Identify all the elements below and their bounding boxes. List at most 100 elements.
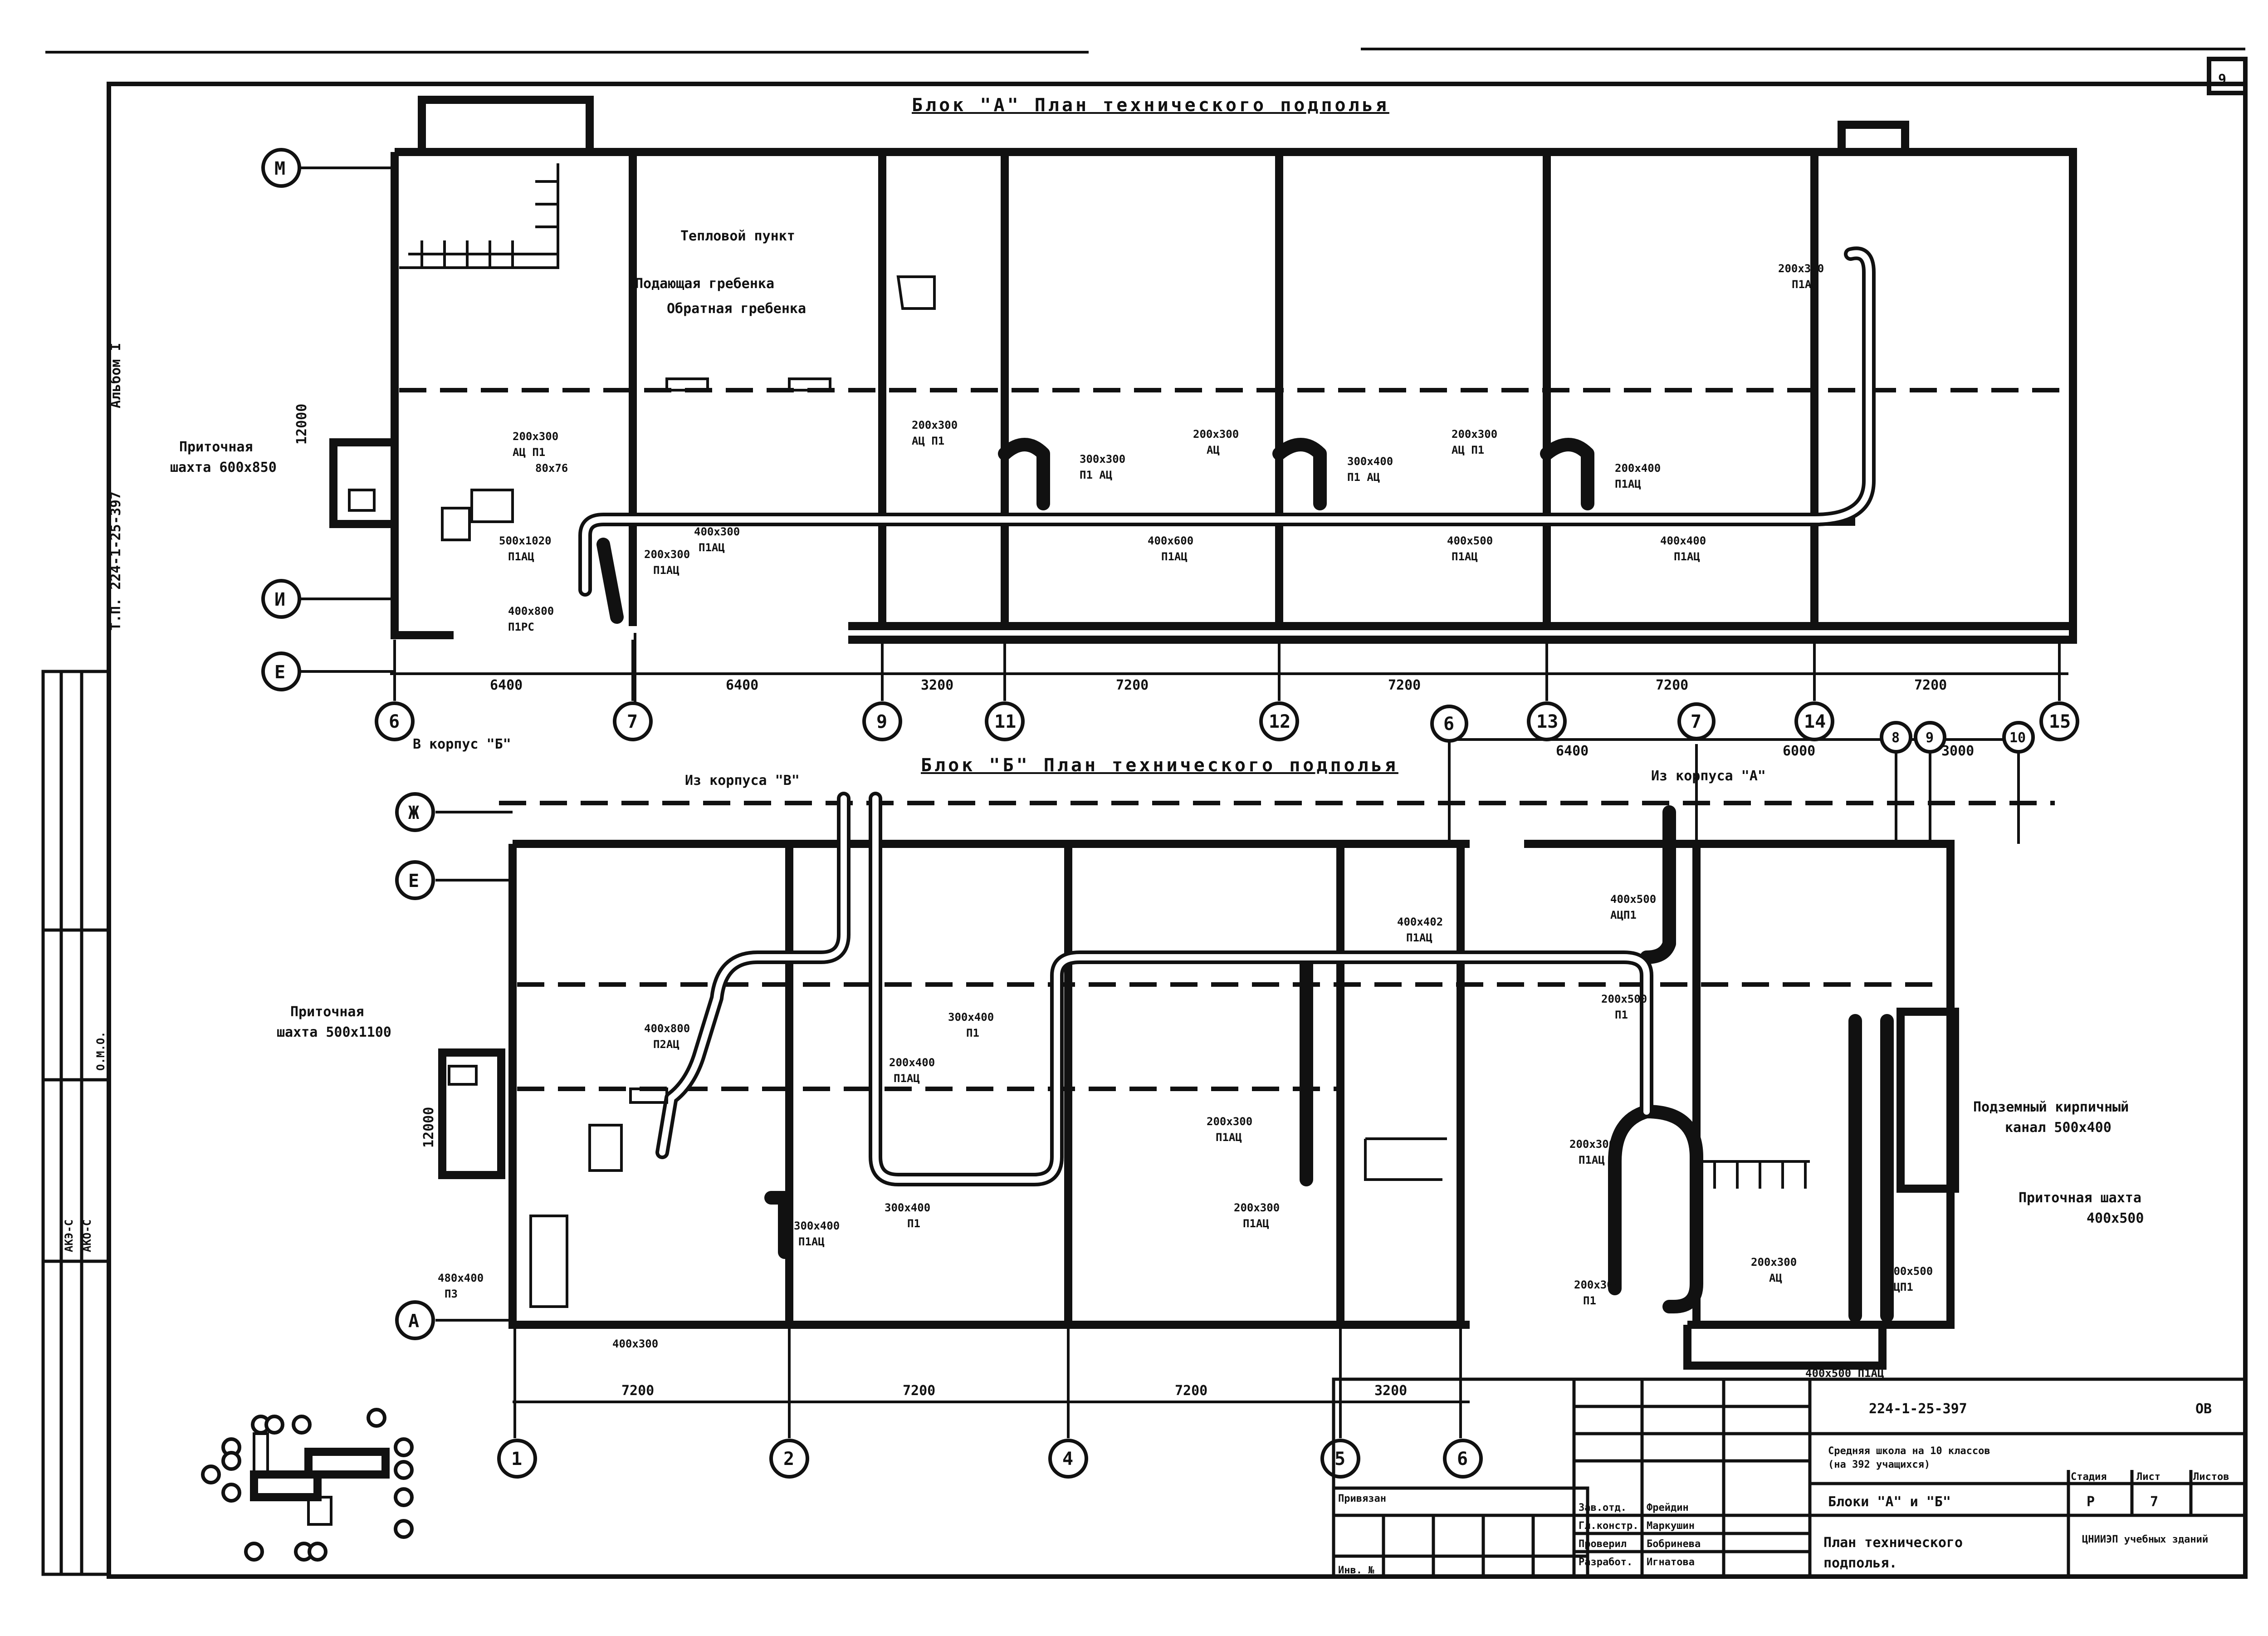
block-a-axes-left [261, 148, 395, 691]
axis-label: Е [274, 662, 285, 683]
title-sheet-code: ОВ [2195, 1401, 2212, 1417]
title-stage-header: Стадия [2071, 1471, 2107, 1483]
title-sheet: 7 [2150, 1494, 2158, 1510]
duct-label: 400x400 [1660, 534, 1706, 547]
title-plan-1: План технического [1823, 1535, 1963, 1551]
dimension-value: 6400 [490, 677, 523, 693]
duct-label: 200x300 [1778, 262, 1824, 275]
block-b-shaft-label-1: Приточная [290, 1004, 364, 1020]
block-b-shaft-r-1: Приточная шахта [2019, 1190, 2141, 1206]
duct-label: 400x800 [644, 1022, 690, 1035]
duct-label: П1АЦ [1406, 931, 1432, 944]
block-b-duct-labels: 400x800 П2АЦ 300x400 П1 200x400 П1АЦ 300… [438, 893, 1933, 1380]
duct-label: 400x500 П1АЦ [1805, 1367, 1884, 1380]
duct-label: П3 [445, 1288, 458, 1300]
duct-label: 200x400 [1615, 462, 1661, 475]
title-role: Проверил [1579, 1538, 1627, 1550]
block-b-shaft-label-2: шахта 500x1100 [277, 1024, 391, 1040]
axis-label: 11 [994, 711, 1016, 732]
dimension-value: 3200 [1374, 1383, 1407, 1399]
duct-label: 80x76 [535, 462, 568, 475]
title-description-2: (на 392 учащихся) [1828, 1459, 1930, 1470]
axis-label: 5 [1334, 1449, 1345, 1469]
block-b-shaft-r-2: 400x500 [2087, 1210, 2144, 1226]
album-label: Альбом I [108, 343, 124, 409]
duct-label: П1АЦ [1452, 550, 1478, 563]
axis-label: 2 [783, 1449, 794, 1469]
title-inventory: Инв. № [1338, 1565, 1374, 1576]
title-organization: ЦНИИЭП учебных зданий [2082, 1534, 2208, 1545]
axis-label: 7 [627, 711, 638, 732]
axis-label: 13 [1536, 711, 1558, 732]
title-name: Игнатова [1647, 1557, 1695, 1568]
duct-label: 200x300 [1234, 1201, 1280, 1214]
title-role: Гл.констр. [1579, 1520, 1638, 1532]
title-description-1: Средняя школа на 10 классов [1828, 1445, 1990, 1457]
block-a-comb-return: Обратная гребенка [667, 301, 806, 317]
axis-label: 14 [1804, 711, 1826, 732]
duct-label: 400x300 [612, 1337, 658, 1350]
duct-label: АЦП1 [1610, 909, 1637, 921]
duct-label: 400x500 [1610, 893, 1656, 906]
duct-label: 400x500 [1447, 534, 1493, 547]
duct-label: АЦП1 [1887, 1281, 1913, 1293]
duct-label: П1 АЦ [1080, 469, 1112, 481]
duct-label: П1 [1583, 1294, 1596, 1307]
key-plan [201, 1408, 414, 1562]
duct-label: 400x600 [1148, 534, 1193, 547]
axis-label: 15 [2049, 711, 2071, 732]
duct-label: П1 [907, 1217, 920, 1230]
axis-label: Ж [408, 803, 419, 823]
duct-label: 300x400 [948, 1011, 994, 1024]
title-sheet-header: Лист [2136, 1471, 2160, 1483]
duct-label: П1АЦ [1216, 1131, 1242, 1144]
block-b-channel-1: Подземный кирпичный [1973, 1099, 2129, 1115]
title-plan-2: подполья. [1823, 1555, 1897, 1571]
duct-label: АЦ П1 [1452, 444, 1484, 456]
axis-label: 9 [876, 711, 887, 732]
strip-label-ako: АКО-С [81, 1220, 93, 1252]
duct-label: П1АЦ [699, 541, 725, 554]
approval-strip [41, 670, 111, 1576]
axis-label: 4 [1062, 1449, 1073, 1469]
block-a-axes-bottom [375, 640, 2079, 741]
duct-label: АЦ [1769, 1272, 1782, 1284]
axis-label: 8 [1892, 730, 1900, 746]
block-b-from-a: Из корпуса "А" [1651, 768, 1766, 784]
duct-label: 200x300 [1193, 428, 1239, 441]
title-block [1332, 1377, 2247, 1578]
axis-label: М [274, 158, 285, 179]
duct-label: П1АЦ [653, 564, 679, 577]
strip-label-omo: О.М.О. [94, 1031, 107, 1071]
dimension-value: 3200 [921, 677, 953, 693]
title-code: 224-1-25-397 [1869, 1401, 1967, 1417]
duct-label: П1АЦ [1579, 1154, 1605, 1166]
dimension-value: 7200 [1175, 1383, 1207, 1399]
duct-label: 400x800 [508, 605, 554, 617]
duct-label: П1АЦ [1615, 478, 1641, 490]
axis-label: И [274, 589, 285, 610]
duct-label: П1АЦ [508, 550, 534, 563]
duct-label: 300x400 [885, 1201, 930, 1214]
duct-label: 300x300 [1080, 453, 1125, 465]
strip-label-ake: АКЭ-С [63, 1220, 75, 1252]
duct-label: П1АЦ [1161, 550, 1188, 563]
duct-label: П1АЦ [1243, 1217, 1269, 1230]
block-b-title: Блок "Б" План технического подполья [921, 755, 1398, 776]
axis-label: 12 [1269, 711, 1290, 732]
title-name: Маркушин [1647, 1520, 1695, 1532]
block-b-from-v: Из корпуса "В" [685, 773, 800, 789]
axis-label: Е [408, 871, 419, 891]
duct-label: 400x402 [1397, 916, 1443, 928]
duct-label: П1 [1615, 1009, 1628, 1021]
duct-label: П1 АЦ [1347, 471, 1380, 484]
duct-label: П1АЦ [1674, 550, 1700, 563]
dimension-value: 3000 [1941, 743, 1974, 759]
title-name: Бобринева [1647, 1538, 1701, 1550]
duct-label: 300x400 [1347, 455, 1393, 468]
duct-label: П1АЦ [894, 1072, 920, 1085]
block-b-axes-top [1430, 702, 2035, 844]
dimension-value: 6400 [726, 677, 758, 693]
duct-label: 200x300 [1569, 1138, 1615, 1151]
axis-label: 6 [389, 711, 400, 732]
